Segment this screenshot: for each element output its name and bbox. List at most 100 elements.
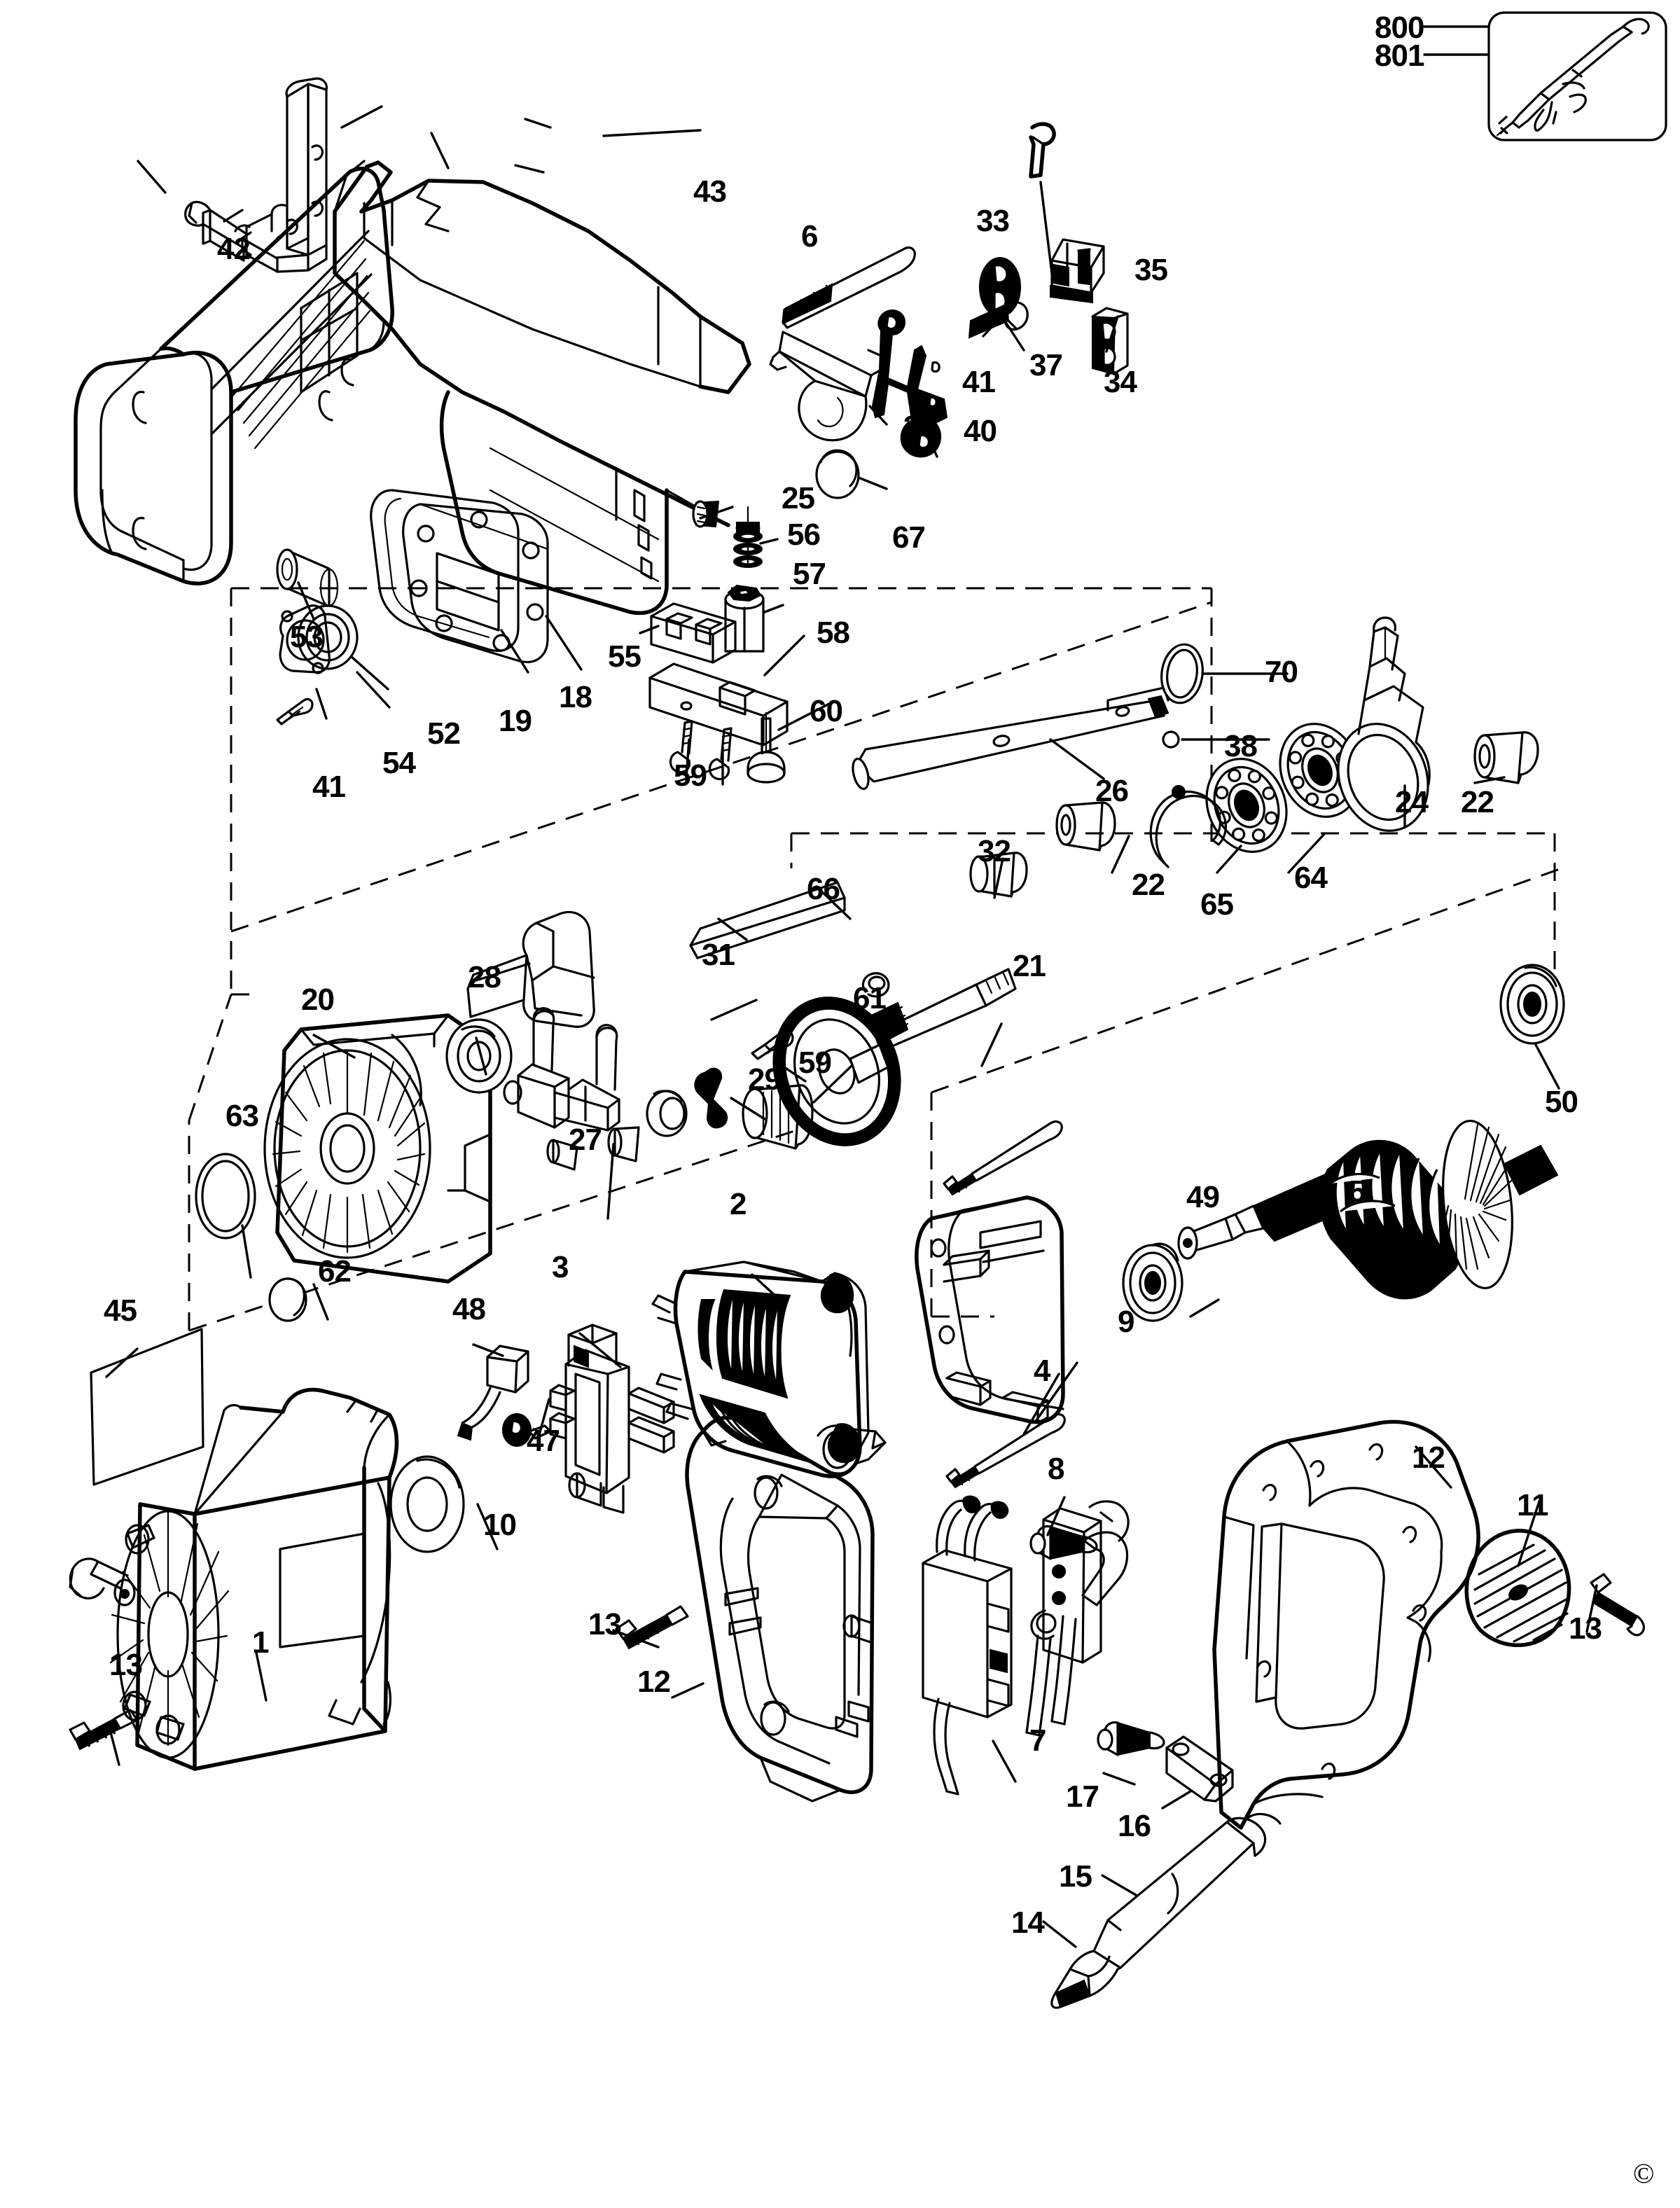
callout-43: 43 (693, 174, 727, 209)
part-20-fan-baffle-housing (263, 1013, 492, 1284)
part-55-guide-bracket (650, 602, 737, 664)
callout-26: 26 (1095, 774, 1129, 808)
part-3-brush-holder-assembly (549, 1324, 675, 1514)
callout-70: 70 (1265, 655, 1298, 689)
part-65-retaining-ring (1149, 785, 1227, 868)
part-26-ram-plunger (852, 686, 1169, 791)
part-41-screw-a (276, 697, 314, 725)
part-11-end-cap-grille (1464, 1529, 1571, 1647)
callout-24: 24 (1395, 785, 1429, 819)
callout-47: 47 (527, 1424, 560, 1458)
callout-22-b: 22 (1132, 868, 1165, 902)
part-1-motor-housing (69, 1387, 399, 1771)
callout-66: 66 (807, 872, 840, 906)
callout-12-b: 12 (1412, 1440, 1445, 1475)
part-22-bushing-a (1473, 731, 1539, 784)
callout-11: 11 (1517, 1488, 1549, 1522)
inset-leader-lines (1423, 25, 1490, 56)
part-16-cord-clamp (1165, 1735, 1234, 1803)
part-5-armature (1177, 1119, 1559, 1300)
part-62-plug (268, 1277, 307, 1322)
part-2-field-coil (651, 1261, 870, 1478)
callout-13-b: 13 (588, 1607, 622, 1641)
callout-2: 2 (730, 1187, 747, 1221)
callout-14: 14 (1011, 1905, 1045, 1940)
callout-20: 20 (301, 983, 335, 1017)
part-60-pin-plug (747, 711, 786, 784)
callout-48: 48 (452, 1292, 486, 1326)
callout-3: 3 (552, 1250, 569, 1284)
callout-22-a: 22 (1461, 785, 1494, 819)
part-43-shoe-assembly (184, 77, 328, 273)
accessory-inset-box (1487, 11, 1667, 141)
caulking-gun-icon (1496, 18, 1650, 137)
part-49-ball-bearing (1122, 1242, 1183, 1322)
callout-17: 17 (1066, 1779, 1099, 1814)
part-cap-nub (646, 1090, 688, 1137)
part-47-screw-c (502, 1413, 552, 1447)
callout-58: 58 (817, 616, 850, 650)
part-59-screw-b (751, 1029, 794, 1060)
copyright-mark: © (1633, 2158, 1655, 2189)
part-32-roller (969, 852, 1028, 898)
part-10-bearing-washer (389, 1455, 465, 1553)
callout-65: 65 (1200, 887, 1234, 922)
callout-13-a: 13 (109, 1648, 143, 1682)
callout-10: 10 (483, 1508, 517, 1542)
callout-800: 800 (1375, 11, 1424, 45)
callout-45: 45 (104, 1293, 137, 1328)
part-54-retainer-plate (279, 604, 331, 674)
callout-59-a: 59 (674, 758, 707, 793)
part-14-cord-protector (1050, 1950, 1122, 2009)
part-38-ball (1162, 730, 1180, 749)
part-6-pin (782, 247, 916, 329)
callout-25: 25 (782, 481, 815, 515)
callout-9: 9 (1118, 1305, 1135, 1339)
callout-64: 64 (1294, 861, 1328, 895)
callout-67: 67 (892, 520, 926, 555)
part-67-plug (815, 449, 860, 499)
part-63-o-ring (195, 1153, 256, 1240)
callout-8: 8 (1048, 1452, 1065, 1486)
callout-38: 38 (1224, 729, 1258, 763)
part-56-spring (733, 506, 763, 569)
callout-37: 37 (1029, 348, 1063, 382)
part-45-nameplate (90, 1328, 204, 1486)
callout-52: 52 (427, 716, 461, 751)
callout-1: 1 (252, 1625, 270, 1660)
part-61-needle-bearing (742, 1084, 814, 1150)
part-35-lever-block (1050, 238, 1105, 304)
callout-28: 28 (468, 960, 501, 994)
part-9-end-cap-baffle (915, 1195, 1065, 1424)
callout-6: 6 (801, 219, 819, 254)
callout-12-a: 12 (637, 1665, 671, 1699)
callout-801: 801 (1375, 39, 1424, 73)
callout-61: 61 (853, 981, 887, 1015)
callout-55: 55 (608, 639, 641, 674)
part-29-contact-spring (694, 1067, 728, 1129)
callout-21: 21 (1013, 949, 1046, 983)
callout-7: 7 (1029, 1723, 1047, 1758)
leader-lines (105, 105, 1598, 1948)
part-22-bushing-b (1055, 801, 1116, 852)
part-31-slide-block (466, 910, 595, 1028)
part-4-screws (943, 1120, 1066, 1489)
callout-53: 53 (290, 620, 324, 654)
callout-40: 40 (964, 414, 997, 448)
part-70-o-ring (1160, 643, 1204, 704)
callout-60: 60 (810, 694, 843, 728)
part-19-gasket (370, 489, 520, 652)
callout-50: 50 (1545, 1085, 1578, 1119)
callout-41-a: 41 (962, 365, 996, 399)
callout-49: 49 (1186, 1180, 1220, 1214)
part-25-nut (692, 500, 720, 528)
callout-56: 56 (787, 518, 821, 552)
part-40-lever-arm (871, 310, 948, 458)
callout-33: 33 (976, 204, 1010, 238)
callout-63: 63 (225, 1099, 259, 1133)
part-66-key-bar (689, 881, 846, 959)
part-33-spring-clip (1029, 122, 1056, 179)
part-17-screw (1097, 1721, 1165, 1756)
